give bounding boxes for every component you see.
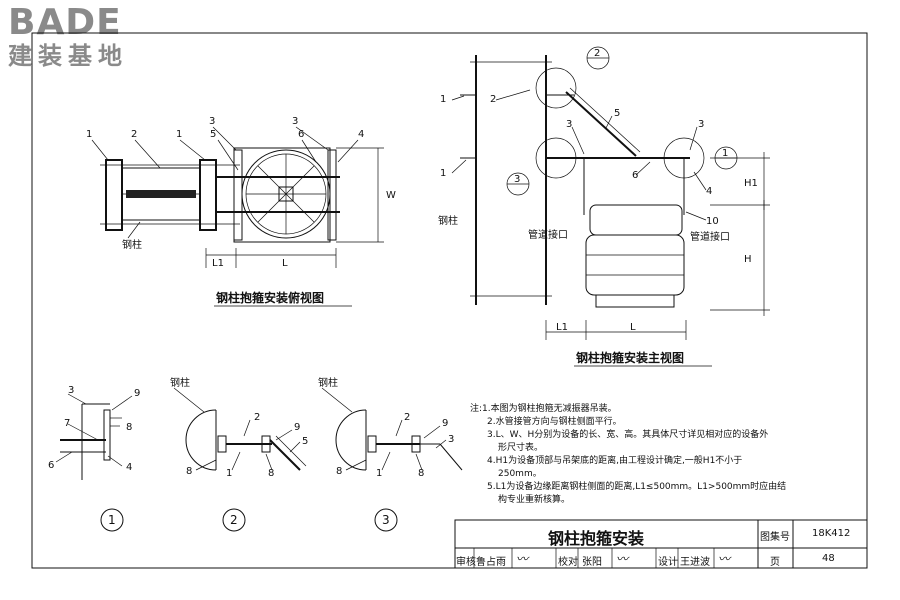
d2-label-column: 钢柱 <box>170 376 190 389</box>
front-label-column: 钢柱 <box>438 214 458 227</box>
d3-label-2: 2 <box>404 412 410 423</box>
d2-label-2: 2 <box>254 412 260 423</box>
reviewer-signature: 〰 <box>516 552 529 566</box>
front-callout-2: 2 <box>594 48 600 59</box>
plan-label-1b: 1 <box>176 129 182 140</box>
d1-label-8: 8 <box>126 422 132 433</box>
detail-2: 钢柱 2 9 5 8 1 8 2 <box>170 376 308 532</box>
d3-label-3: 3 <box>448 434 454 445</box>
checker-signature: 〰 <box>616 552 629 566</box>
plan-label-6: 6 <box>298 129 304 140</box>
d1-label-6: 6 <box>48 460 54 471</box>
d1-label-3: 3 <box>68 385 74 396</box>
note-line: 2.水管接管方向与钢柱侧面平行。 <box>487 417 622 427</box>
atlas-no-label: 图集号 <box>760 532 790 543</box>
page-number: 48 <box>822 553 835 564</box>
front-label-4: 4 <box>706 186 712 197</box>
d2-label-8a: 8 <box>186 466 192 477</box>
designer-name: 王进波 <box>680 557 710 568</box>
note-line: 3.L、W、H分别为设备的长、宽、高。其具体尺寸详见相对应的设备外 <box>487 430 769 440</box>
checker-name: 张阳 <box>582 557 602 568</box>
plan-label-5: 5 <box>210 129 216 140</box>
front-label-3a: 3 <box>566 119 572 130</box>
review-label: 审核 <box>456 557 476 568</box>
plan-label-1a: 1 <box>86 129 92 140</box>
front-label-h1: H1 <box>744 178 758 189</box>
d2-number: 2 <box>230 513 238 527</box>
front-label-1a: 1 <box>440 94 446 105</box>
logo: BADE 建装基地 <box>8 2 128 71</box>
d2-label-5: 5 <box>302 436 308 447</box>
note-line: 4.H1为设备顶部与吊架底的距离,由工程设计确定,一般H1不小于 <box>487 456 743 466</box>
note-line: 5.L1为设备边缘距离钢柱侧面的距离,L1≤500mm。L1>500mm时应由结 <box>487 482 787 492</box>
plan-label-l1: L1 <box>212 258 224 269</box>
logo-wordmark: BADE <box>8 2 122 43</box>
check-label: 校对 <box>558 557 578 568</box>
atlas-no: 18K412 <box>812 528 851 539</box>
drawing-title: 钢柱抱箍安装 <box>548 529 645 548</box>
d1-label-7: 7 <box>64 418 70 429</box>
plan-view: 1 2 1 3 5 3 6 4 钢柱 W L1 L 钢柱抱箍安装俯视图 <box>86 116 396 307</box>
detail-3: 钢柱 2 9 3 8 1 8 3 <box>318 376 463 532</box>
plan-label-3b: 3 <box>292 116 298 127</box>
plan-label-2: 2 <box>131 129 137 140</box>
front-label-h: H <box>744 254 752 265</box>
note-line: 250mm。 <box>498 469 542 479</box>
d3-number: 3 <box>382 513 390 527</box>
front-label-pipe-right: 管道接口 <box>690 230 730 243</box>
plan-label-l: L <box>282 258 288 269</box>
d2-label-8b: 8 <box>268 468 274 479</box>
note-line: 注:1.本图为钢柱抱箍无减振器吊装。 <box>470 404 617 414</box>
plan-label-column: 钢柱 <box>122 238 142 251</box>
front-label-3b: 3 <box>698 119 704 130</box>
title-block-frame <box>454 519 868 569</box>
note-line: 构专业重新核算。 <box>498 495 571 505</box>
d3-label-8a: 8 <box>336 466 342 477</box>
front-callout-1: 1 <box>722 148 728 159</box>
d3-label-1: 1 <box>376 468 382 479</box>
designer-signature: 〰 <box>718 552 731 566</box>
front-label-l: L <box>630 322 636 333</box>
design-label: 设计 <box>658 557 678 568</box>
d1-number: 1 <box>108 513 116 527</box>
note-line: 形尺寸表。 <box>498 443 544 453</box>
d2-label-1: 1 <box>226 468 232 479</box>
front-label-1b: 1 <box>440 168 446 179</box>
front-label-l1: L1 <box>556 322 568 333</box>
page-label: 页 <box>770 557 780 568</box>
reviewer-name: 鲁占雨 <box>476 557 506 568</box>
d3-label-9: 9 <box>442 418 448 429</box>
plan-label-4: 4 <box>358 129 364 140</box>
front-label-5: 5 <box>614 108 620 119</box>
front-callout-3: 3 <box>514 174 520 185</box>
front-label-6: 6 <box>632 170 638 181</box>
front-view: 1 2 5 3 3 1 6 4 10 钢柱 管道接口 管道接口 H1 H L1 … <box>438 46 770 367</box>
plan-label-w: W <box>386 190 396 201</box>
front-label-2: 2 <box>490 94 496 105</box>
d1-label-4: 4 <box>126 462 132 473</box>
front-label-10: 10 <box>706 216 719 227</box>
d1-label-9: 9 <box>134 388 140 399</box>
d3-label-column: 钢柱 <box>318 376 338 389</box>
plan-view-caption: 钢柱抱箍安装俯视图 <box>216 290 324 305</box>
front-view-caption: 钢柱抱箍安装主视图 <box>576 350 684 365</box>
logo-subtitle: 建装基地 <box>8 42 128 70</box>
notes: 注:1.本图为钢柱抱箍无减振器吊装。 2.水管接管方向与钢柱侧面平行。 3.L、… <box>470 403 880 507</box>
front-label-pipe-left: 管道接口 <box>528 228 568 241</box>
d2-label-9: 9 <box>294 422 300 433</box>
detail-1: 3 9 7 8 6 4 1 <box>48 385 140 532</box>
plan-label-3a: 3 <box>209 116 215 127</box>
sheet-border <box>31 32 868 569</box>
d3-label-8b: 8 <box>418 468 424 479</box>
